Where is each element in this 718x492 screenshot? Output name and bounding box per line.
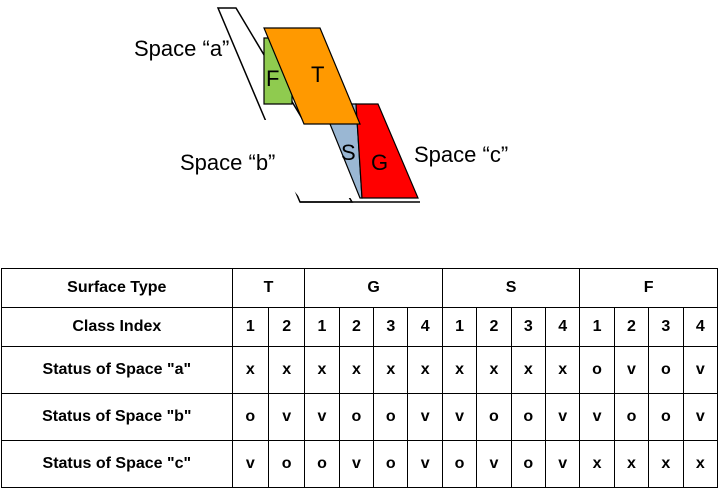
status-b-cell: v	[579, 393, 615, 441]
class-index-cell: 2	[613, 307, 650, 347]
class-index-cell: 3	[373, 307, 409, 347]
surface-type-F: F	[579, 268, 718, 308]
row-header-status-b: Status of Space "b"	[1, 393, 233, 441]
status-b-cell: o	[231, 393, 269, 441]
status-b-cell: v	[545, 393, 581, 441]
status-a-cell: v	[613, 346, 650, 394]
status-a-cell: x	[545, 346, 581, 394]
class-index-cell: 4	[545, 307, 581, 347]
row-header-status-c: Status of Space "c"	[1, 440, 233, 488]
status-a-cell: o	[648, 346, 684, 394]
class-index-cell: 1	[231, 307, 269, 347]
class-index-cell: 1	[441, 307, 478, 347]
status-b-cell: v	[407, 393, 443, 441]
label-face-S: S	[341, 140, 356, 165]
class-index-cell: 1	[579, 307, 615, 347]
status-a-cell: x	[338, 346, 375, 394]
status-c-cell: x	[579, 440, 615, 488]
surface-type-S: S	[441, 268, 581, 308]
status-b-cell: o	[648, 393, 684, 441]
status-b-cell: v	[304, 393, 340, 441]
status-c-cell: x	[648, 440, 684, 488]
status-a-cell: x	[476, 346, 512, 394]
status-a-cell: x	[373, 346, 409, 394]
label-space-a: Space “a”	[134, 36, 229, 61]
class-index-cell: 3	[510, 307, 547, 347]
class-index-cell: 4	[682, 307, 718, 347]
class-index-cell: 4	[407, 307, 443, 347]
face-T	[263, 27, 361, 125]
status-c-cell: o	[510, 440, 547, 488]
status-b-cell: o	[613, 393, 650, 441]
status-b-cell: o	[373, 393, 409, 441]
status-c-cell: v	[231, 440, 269, 488]
status-c-cell: o	[267, 440, 306, 488]
label-face-G: G	[371, 150, 388, 175]
status-a-cell: x	[304, 346, 340, 394]
label-face-F: F	[266, 66, 279, 91]
status-a-cell: x	[407, 346, 443, 394]
face-G	[355, 103, 419, 199]
label-space-b: Space “b”	[180, 150, 275, 175]
row-header-class-index: Class Index	[1, 307, 233, 347]
space-b-region	[236, 120, 360, 198]
status-c-cell: v	[476, 440, 512, 488]
status-b-cell: v	[267, 393, 306, 441]
status-b-cell: o	[476, 393, 512, 441]
status-c-cell: o	[441, 440, 478, 488]
status-c-cell: v	[338, 440, 375, 488]
status-a-cell: x	[267, 346, 306, 394]
status-b-cell: v	[682, 393, 718, 441]
surface-type-G: G	[304, 268, 443, 308]
status-c-cell: v	[407, 440, 443, 488]
status-a-cell: o	[579, 346, 615, 394]
status-a-cell: v	[682, 346, 718, 394]
status-c-cell: v	[545, 440, 581, 488]
class-index-cell: 3	[648, 307, 684, 347]
status-b-cell: o	[510, 393, 547, 441]
class-index-cell: 2	[267, 307, 306, 347]
status-c-cell: x	[682, 440, 718, 488]
status-b-cell: v	[441, 393, 478, 441]
space-diagram: Space “a” Space “b” Space “c” F T S G	[134, 7, 508, 203]
status-c-cell: x	[613, 440, 650, 488]
class-index-cell: 2	[338, 307, 375, 347]
label-face-T: T	[311, 62, 324, 87]
status-a-cell: x	[510, 346, 547, 394]
surface-type-T: T	[231, 268, 306, 308]
status-b-cell: o	[338, 393, 375, 441]
row-header-surface-type: Surface Type	[1, 268, 233, 308]
label-space-c: Space “c”	[414, 142, 508, 167]
row-header-status-a: Status of Space "a"	[1, 346, 233, 394]
class-index-cell: 1	[304, 307, 340, 347]
status-c-cell: o	[304, 440, 340, 488]
class-index-cell: 2	[476, 307, 512, 347]
status-a-cell: x	[231, 346, 269, 394]
status-a-cell: x	[441, 346, 478, 394]
status-c-cell: o	[373, 440, 409, 488]
